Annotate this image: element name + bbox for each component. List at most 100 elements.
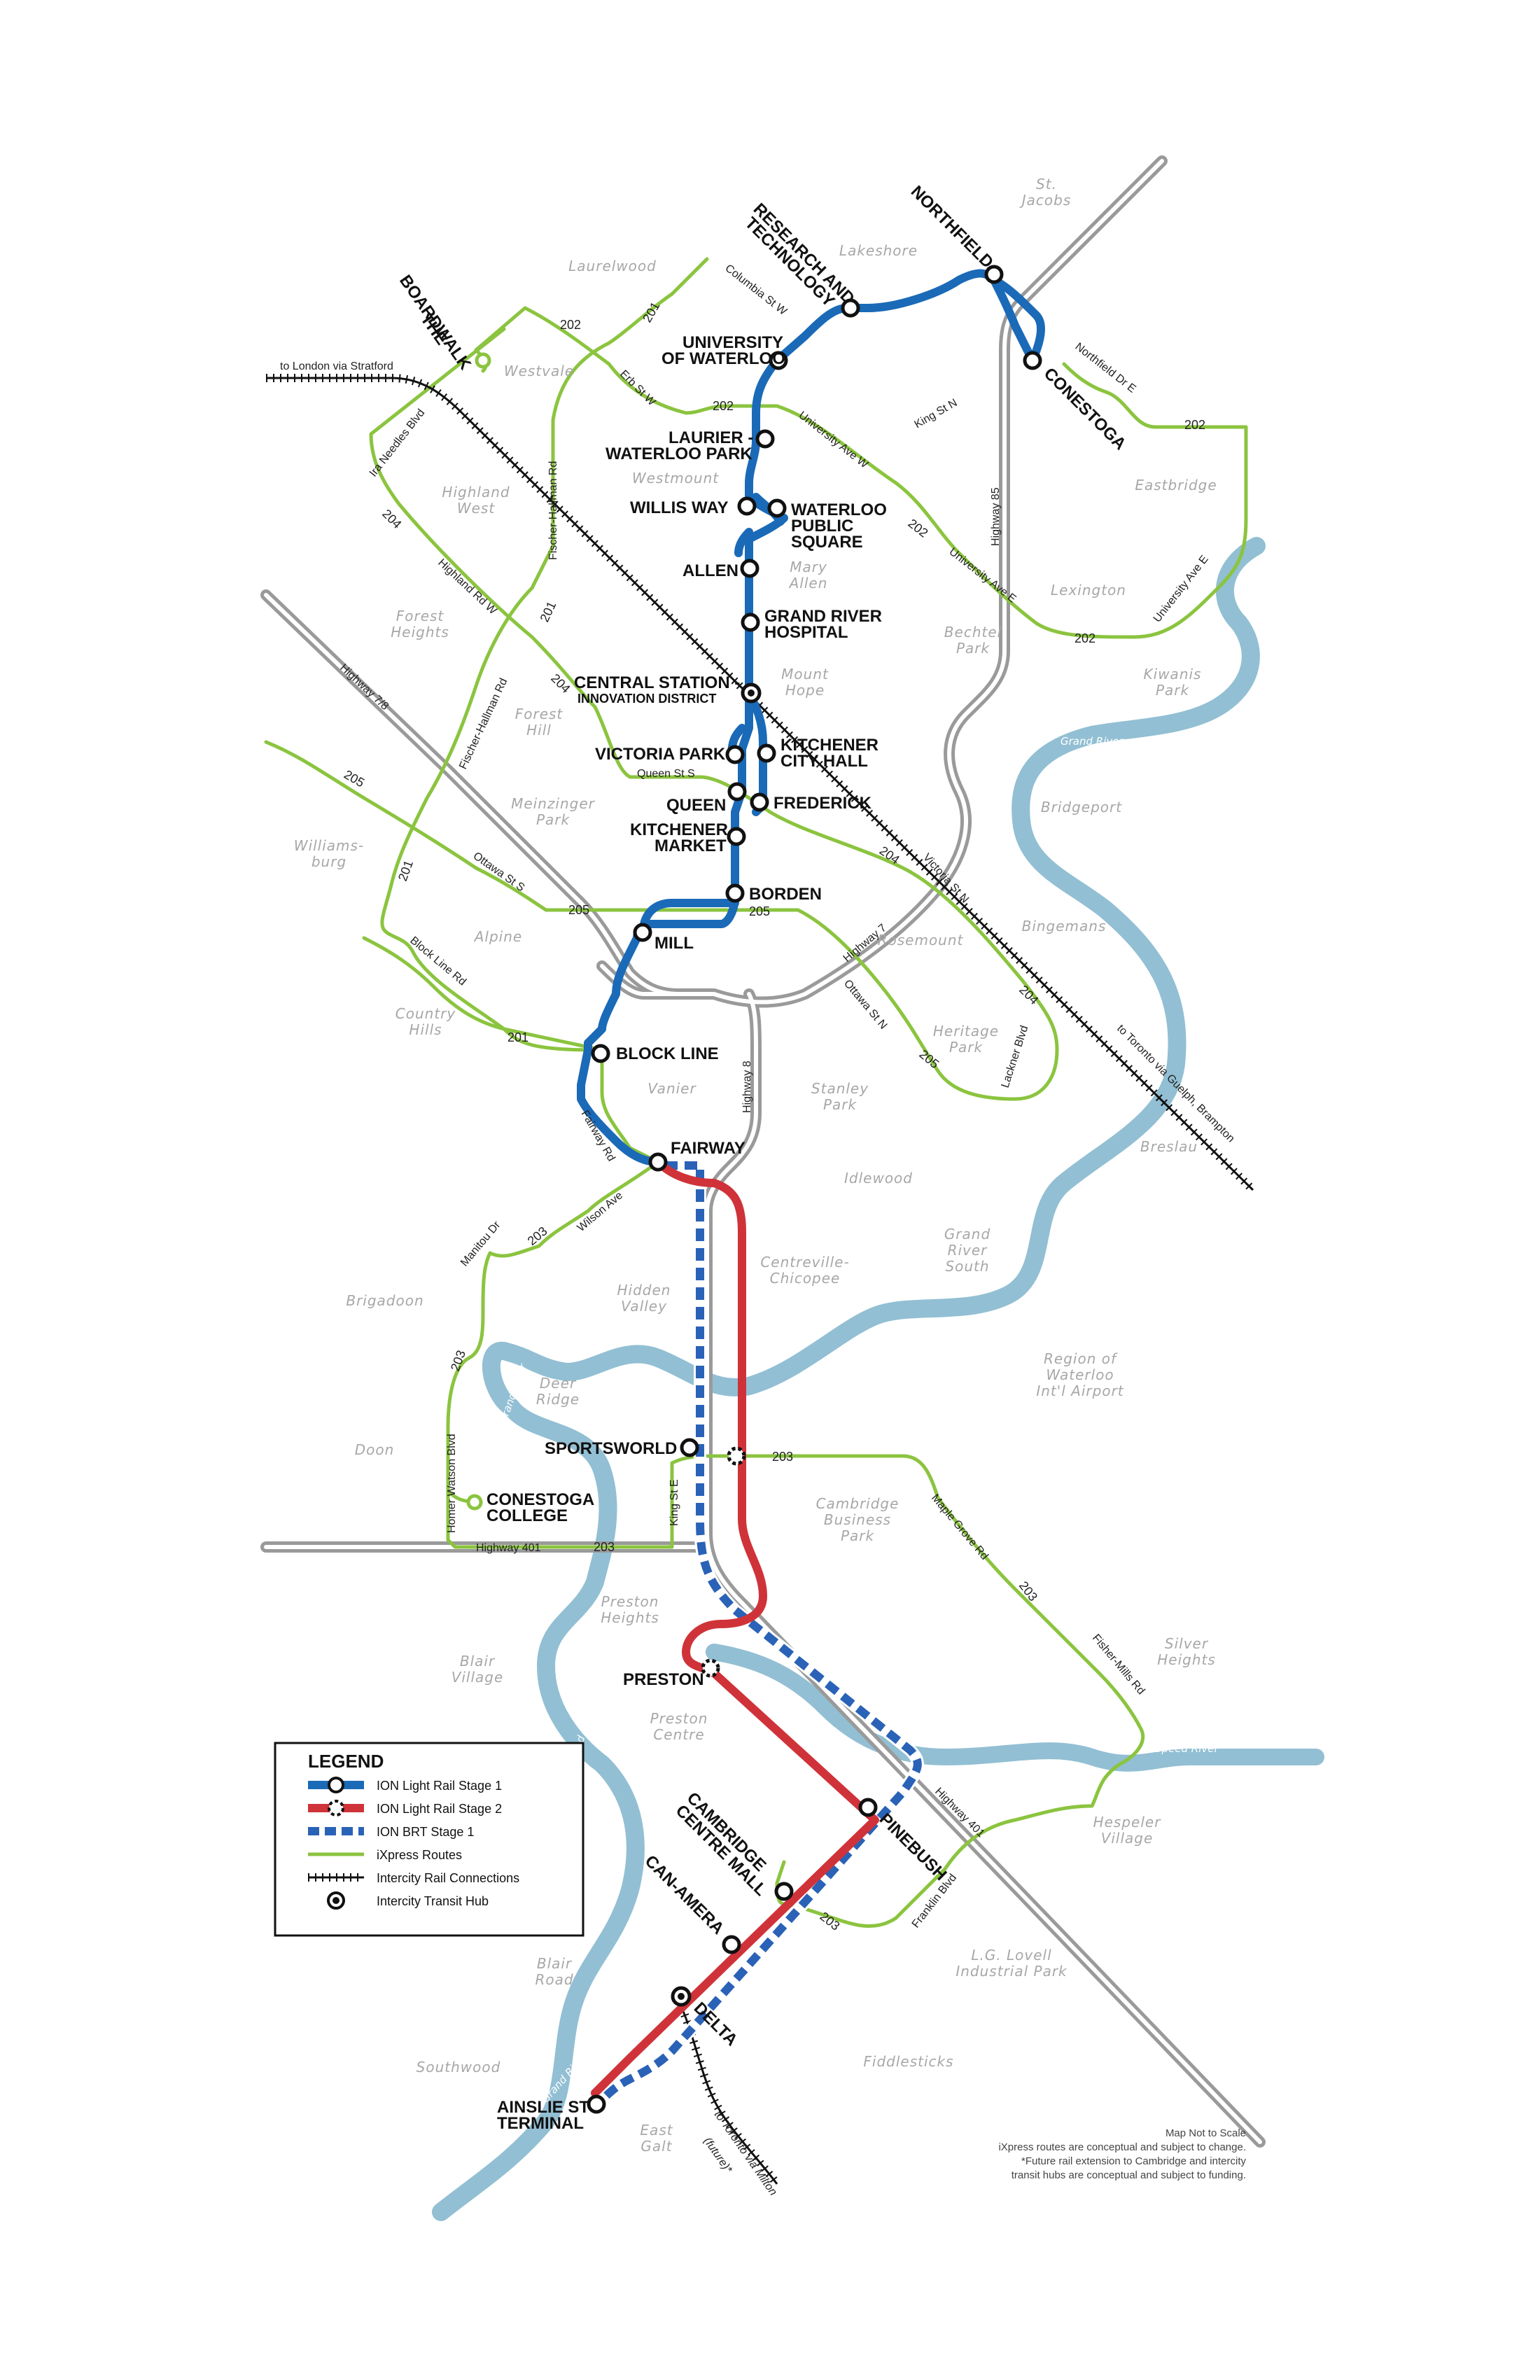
map-notes: Map Not to Scale iXpress routes are conc… <box>998 2127 1246 2181</box>
note-line-1: Map Not to Scale <box>1166 2127 1246 2139</box>
nb-stanley-1: Stanley <box>811 1080 869 1097</box>
road-fisher: Fisher-Mills Rd <box>1090 1632 1147 1698</box>
river-grand-1: Grand River <box>1060 735 1124 748</box>
label-ainslie-2: TERMINAL <box>497 2114 584 2133</box>
legend-ixpress: iXpress Routes <box>308 1848 462 1862</box>
route-203-a: 203 <box>525 1224 550 1248</box>
station-boardwalk[interactable] <box>475 352 491 369</box>
station-frederick[interactable] <box>750 792 769 812</box>
nb-deer-2: Ridge <box>536 1391 580 1408</box>
station-sportsworld-s2[interactable] <box>727 1446 746 1466</box>
nb-country-1: Country <box>396 1005 456 1022</box>
nb-idlewood: Idlewood <box>844 1170 913 1186</box>
station-km[interactable] <box>727 827 746 846</box>
nb-blair-2: Village <box>451 1669 504 1686</box>
station-uw[interactable] <box>769 351 788 370</box>
nb-williams-2: burg <box>312 853 346 870</box>
legend-brt: ION BRT Stage 1 <box>308 1825 474 1839</box>
station-mill[interactable] <box>633 923 652 942</box>
nb-stjacobs-1: St. <box>1036 176 1057 192</box>
label-wps-3: SQUARE <box>791 533 863 552</box>
station-fairway[interactable] <box>648 1152 668 1172</box>
station-college[interactable] <box>466 1494 483 1511</box>
road-northfield: Northfield Dr E <box>1073 341 1138 396</box>
note-line-2: iXpress routes are conceptual and subjec… <box>998 2141 1246 2153</box>
road-hwy78: Highway 7/8 <box>337 662 391 713</box>
station-ccm[interactable] <box>774 1882 794 1901</box>
road-fischer2: Fischer-Hallman Rd <box>457 676 510 771</box>
station-blockline[interactable] <box>591 1044 610 1063</box>
nb-pcentre-1: Preston <box>650 1710 708 1727</box>
route-202-e: 202 <box>1184 418 1205 432</box>
route-203-d: 203 <box>772 1450 793 1464</box>
road-fischer: Fischer-Hallman Rd <box>547 461 559 560</box>
legend-ixpress-label: iXpress Routes <box>377 1848 462 1862</box>
nb-silver-1: Silver <box>1165 1635 1209 1652</box>
road-manitou: Manitou Dr <box>458 1219 503 1268</box>
station-grh[interactable] <box>741 612 760 632</box>
nb-forest-2: Heights <box>391 624 449 640</box>
label-sportsworld: SPORTSWORLD <box>545 1439 677 1458</box>
label-frederick: FREDERICK <box>774 794 872 813</box>
route-203-e: 203 <box>1016 1578 1040 1604</box>
nb-country-2: Hills <box>409 1021 442 1038</box>
station-canamera[interactable] <box>722 1935 741 1954</box>
station-research[interactable] <box>841 298 860 318</box>
label-borden: BORDEN <box>749 885 822 904</box>
label-uw-1: UNIVERSITY <box>682 333 783 352</box>
legend-box <box>274 1742 584 1937</box>
nb-blairrd-2: Road <box>535 1971 573 1988</box>
station-willis[interactable] <box>737 496 757 516</box>
station-northfield[interactable] <box>984 265 1004 284</box>
rail-cambridge-ties <box>675 2000 780 2187</box>
station-laurier[interactable] <box>755 429 775 449</box>
stage2-future-stations <box>701 1446 746 1678</box>
nb-lovell-1: L.G. Lovell <box>971 1947 1051 1963</box>
ixpress-routes <box>264 257 1248 1928</box>
road-homer: Homer Watson Blvd <box>446 1434 458 1533</box>
legend-title: LEGEND <box>308 1751 384 1772</box>
label-central-1: CENTRAL STATION - <box>574 673 740 692</box>
nb-forest-1: Forest <box>396 608 444 624</box>
label-victoria: VICTORIA PARK <box>595 745 726 764</box>
nb-hespeler-1: Hespeler <box>1093 1814 1162 1830</box>
station-preston[interactable] <box>701 1658 720 1678</box>
road-ira: Ira Needles Blvd <box>368 407 428 479</box>
road-hwy8: Highway 8 <box>741 1060 753 1113</box>
nb-lovell-2: Industrial Park <box>955 1963 1068 1980</box>
label-allen: ALLEN <box>682 561 738 580</box>
station-queen[interactable] <box>727 782 747 802</box>
nb-brigadoon: Brigadoon <box>346 1292 424 1309</box>
nb-centreville-1: Centreville- <box>760 1254 849 1270</box>
route-205-b: 205 <box>568 903 589 917</box>
station-pinebush[interactable] <box>858 1798 878 1817</box>
station-borden[interactable] <box>725 883 745 903</box>
station-allen[interactable] <box>740 559 760 578</box>
nb-grs-3: South <box>945 1258 989 1275</box>
station-ainslie[interactable] <box>587 2094 606 2114</box>
station-wps[interactable] <box>767 498 787 518</box>
station-victoria[interactable] <box>725 745 745 764</box>
route-205-d: 205 <box>916 1047 941 1072</box>
transit-hubs <box>671 682 762 2007</box>
label-fairway: FAIRWAY <box>671 1139 746 1158</box>
label-queen: QUEEN <box>666 796 726 815</box>
station-kch[interactable] <box>757 743 776 763</box>
nb-breslau: Breslau <box>1140 1138 1198 1155</box>
nb-centreville-2: Chicopee <box>770 1270 841 1287</box>
route-202-d: 202 <box>1074 631 1096 645</box>
route-204-d: 204 <box>1016 983 1041 1007</box>
station-sportsworld[interactable] <box>680 1438 699 1457</box>
nb-kiwanis-1: Kiwanis <box>1144 666 1202 682</box>
nb-highland-2: West <box>457 500 496 517</box>
nb-foresthill-1: Forest <box>515 706 564 722</box>
nb-hespeler-2: Village <box>1101 1830 1154 1847</box>
nb-bechtel-2: Park <box>956 640 990 657</box>
road-univ-w: University Ave W <box>797 410 871 471</box>
route-205 <box>264 740 1059 1101</box>
route-201-south <box>362 936 660 1164</box>
station-conestoga[interactable] <box>1023 351 1042 370</box>
nb-alpine: Alpine <box>473 928 522 945</box>
label-willis: WILLIS WAY <box>630 498 728 517</box>
